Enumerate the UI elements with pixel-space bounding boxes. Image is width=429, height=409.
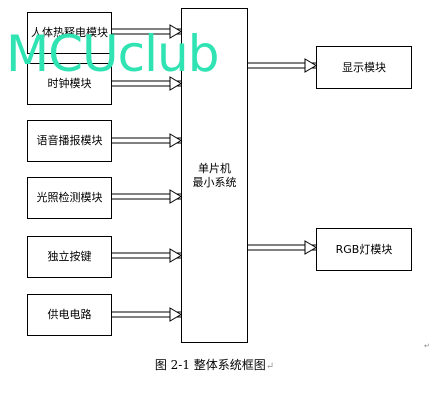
arrow-clock-to-mcu xyxy=(112,76,182,91)
module-light-label: 光照检测模块 xyxy=(36,191,103,204)
module-clock-label: 时钟模块 xyxy=(47,77,92,90)
arrow-keys-to-mcu xyxy=(112,248,182,263)
watermark-text: MCUclub xyxy=(6,25,219,83)
module-voice: 语音播报模块 xyxy=(27,120,112,162)
arrow-voice-to-mcu xyxy=(112,133,182,148)
arrow-power-to-mcu xyxy=(112,307,182,322)
return-mark-icon: ↵ xyxy=(265,361,275,372)
arrow-light-to-mcu xyxy=(112,189,182,204)
module-infrared-label: 人体热释电模块 xyxy=(31,26,108,39)
module-light: 光照检测模块 xyxy=(27,177,112,219)
mcu-system-box: 单片机 最小系统 xyxy=(181,8,248,343)
mcu-label-line1: 单片机 xyxy=(198,161,231,175)
module-power-label: 供电电路 xyxy=(47,308,92,321)
module-keys-label: 独立按键 xyxy=(47,250,92,263)
module-rgb: RGB灯模块 xyxy=(316,228,412,271)
module-power: 供电电路 xyxy=(27,294,112,336)
mcu-label-line2: 最小系统 xyxy=(192,175,237,189)
module-infrared: 人体热释电模块 xyxy=(27,12,112,54)
arrow-mcu-to-display xyxy=(248,58,317,73)
arrow-mcu-to-rgb xyxy=(248,240,317,255)
module-display-label: 显示模块 xyxy=(342,60,386,74)
module-rgb-label: RGB灯模块 xyxy=(335,242,393,256)
module-keys: 独立按键 xyxy=(27,236,112,278)
module-display: 显示模块 xyxy=(316,46,412,89)
corner-return-mark-icon: ↵ xyxy=(424,342,429,350)
module-voice-label: 语音播报模块 xyxy=(36,134,103,147)
figure-caption: 图 2-1 整体系统框图↵ xyxy=(0,356,429,373)
figure-caption-text: 图 2-1 整体系统框图 xyxy=(154,358,266,372)
arrow-infrared-to-mcu xyxy=(112,24,182,39)
module-clock: 时钟模块 xyxy=(27,63,112,105)
